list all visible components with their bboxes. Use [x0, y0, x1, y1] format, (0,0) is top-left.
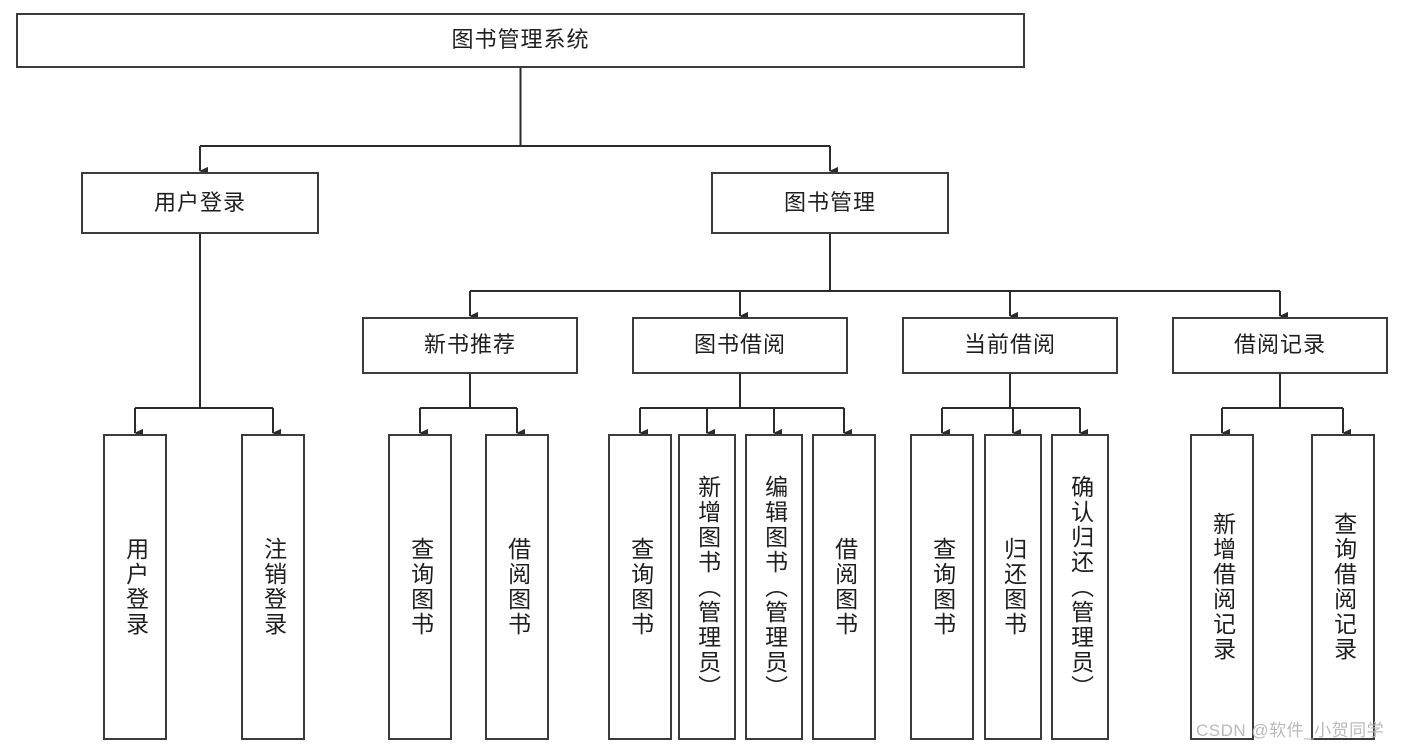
node-label: 借阅记录	[1233, 332, 1326, 358]
tree-connectors	[133, 68, 1352, 438]
node-leaf-user-login[interactable]: 用户登录	[103, 434, 167, 740]
node-leaf-borrow-query-book[interactable]: 查询图书	[608, 434, 672, 740]
node-label: 查询借阅记录	[1330, 512, 1357, 662]
node-leaf-rec-borrow-book[interactable]: 借阅图书	[485, 434, 549, 740]
node-borrow-record[interactable]: 借阅记录	[1172, 317, 1388, 374]
node-label: 新增图书（管理员）	[694, 474, 721, 700]
node-label: 图书管理系统	[451, 27, 590, 53]
node-leaf-user-logout[interactable]: 注销登录	[241, 434, 305, 740]
node-leaf-cur-return-book[interactable]: 归还图书	[984, 434, 1042, 740]
node-label: 图书管理	[783, 189, 876, 215]
node-book-borrow[interactable]: 图书借阅	[632, 317, 848, 374]
node-label: 注销登录	[260, 537, 287, 637]
node-leaf-cur-confirm-return[interactable]: 确认归还（管理员）	[1051, 434, 1109, 740]
node-current-borrow[interactable]: 当前借阅	[902, 317, 1118, 374]
node-leaf-borrow-add-book[interactable]: 新增图书（管理员）	[678, 434, 736, 740]
node-new-book-rec[interactable]: 新书推荐	[362, 317, 578, 374]
node-label: 借阅图书	[831, 537, 858, 637]
node-label: 查询图书	[407, 537, 434, 637]
node-label: 查询图书	[929, 537, 956, 637]
node-label: 借阅图书	[504, 537, 531, 637]
node-leaf-borrow-borrow-book[interactable]: 借阅图书	[812, 434, 876, 740]
node-label: 用户登录	[153, 189, 246, 215]
node-label: 归还图书	[1000, 537, 1027, 637]
node-label: 用户登录	[122, 537, 149, 637]
node-book-manage[interactable]: 图书管理	[711, 172, 949, 234]
node-label: 编辑图书（管理员）	[761, 474, 788, 700]
node-leaf-rec-add-record[interactable]: 新增借阅记录	[1190, 434, 1254, 740]
node-label: 图书借阅	[693, 332, 786, 358]
node-label: 新增借阅记录	[1209, 512, 1236, 662]
node-user-login[interactable]: 用户登录	[81, 172, 319, 234]
watermark-text: CSDN @软件_小贺同学	[1196, 721, 1385, 740]
node-label: 新书推荐	[423, 332, 516, 358]
node-label: 查询图书	[627, 537, 654, 637]
node-leaf-rec-query-book[interactable]: 查询图书	[388, 434, 452, 740]
node-leaf-rec-query-record[interactable]: 查询借阅记录	[1311, 434, 1375, 740]
node-leaf-borrow-edit-book[interactable]: 编辑图书（管理员）	[745, 434, 803, 740]
node-root[interactable]: 图书管理系统	[16, 13, 1025, 68]
node-leaf-cur-query-book[interactable]: 查询图书	[910, 434, 974, 740]
node-label: 当前借阅	[963, 332, 1056, 358]
node-label: 确认归还（管理员）	[1067, 474, 1094, 700]
